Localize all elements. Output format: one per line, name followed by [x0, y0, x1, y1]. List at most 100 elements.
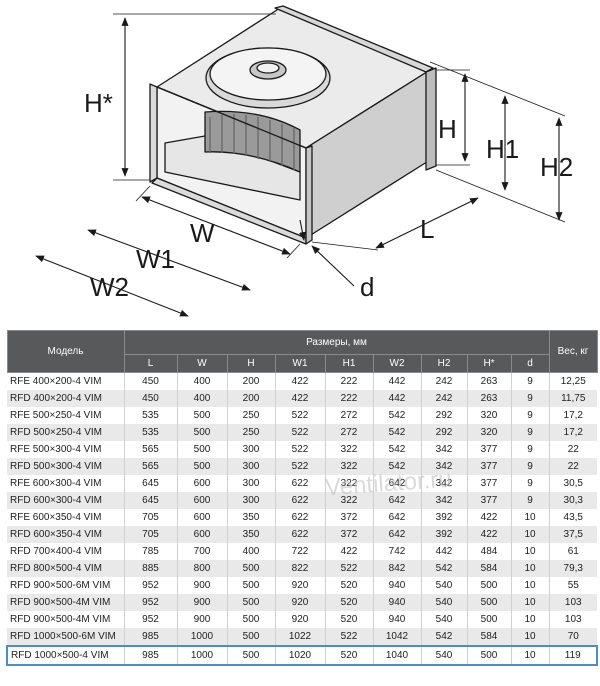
column-header: H1: [324, 354, 374, 373]
dimension-cell: 342: [420, 441, 467, 458]
dimension-cell: 542: [420, 628, 467, 646]
dimension-cell: 622: [274, 526, 325, 543]
dimension-cell: 222: [324, 390, 373, 407]
label-l: L: [420, 214, 434, 244]
weight-cell: 17,2: [548, 424, 597, 441]
column-header: H2: [420, 354, 468, 373]
model-cell: RFE 600×350-4 VIM: [7, 509, 124, 526]
dimension-cell: 520: [324, 577, 373, 594]
dimension-cell: 372: [324, 526, 373, 543]
dimension-cell: 222: [324, 372, 373, 390]
weight-cell: 22: [548, 458, 597, 475]
dimension-cell: 10: [510, 509, 549, 526]
dimension-cell: 422: [274, 390, 325, 407]
dimension-cell: 584: [466, 560, 511, 577]
dimension-cell: 985: [123, 628, 177, 646]
dimension-cell: 9: [510, 390, 549, 407]
dimension-cell: 940: [372, 611, 421, 628]
dimension-cell: 400: [226, 543, 275, 560]
dimension-cell: 1000: [176, 645, 227, 666]
dimension-cell: 250: [226, 407, 275, 424]
dimension-cell: 540: [420, 611, 467, 628]
dimension-cell: 645: [123, 492, 177, 509]
dimension-cell: 600: [176, 475, 227, 492]
dimension-cell: 372: [324, 509, 373, 526]
dimension-cell: 645: [123, 475, 177, 492]
dimension-cell: 422: [466, 509, 511, 526]
model-cell: RFE 500×250-4 VIM: [7, 407, 124, 424]
dimension-cell: 542: [420, 560, 467, 577]
dimension-cell: 9: [510, 458, 549, 475]
weight-cell: 119: [548, 645, 598, 666]
dimension-cell: 520: [324, 594, 373, 611]
weight-cell: 70: [548, 628, 597, 646]
label-h1: H1: [486, 134, 519, 164]
dimension-cell: 500: [226, 560, 275, 577]
dimension-cell: 292: [420, 407, 467, 424]
weight-header: Вес, кг: [548, 330, 598, 373]
dimension-cell: 742: [372, 543, 421, 560]
dimension-cell: 422: [274, 372, 325, 390]
dimension-cell: 565: [123, 441, 177, 458]
label-w1: W1: [136, 244, 175, 274]
dimension-cell: 442: [420, 543, 467, 560]
column-header: W1: [274, 354, 326, 373]
dimension-cell: 377: [466, 458, 511, 475]
model-cell: RFE 500×300-4 VIM: [7, 441, 124, 458]
dimension-cell: 500: [466, 611, 511, 628]
dimension-cell: 842: [372, 560, 421, 577]
label-w2: W2: [90, 272, 129, 302]
dimension-cell: 442: [372, 390, 421, 407]
label-w: W: [190, 218, 215, 248]
dimension-cell: 320: [466, 424, 511, 441]
model-cell: RFD 500×300-4 VIM: [7, 458, 124, 475]
dimension-cell: 9: [510, 424, 549, 441]
dimension-cell: 242: [420, 372, 467, 390]
dimension-cell: 500: [466, 594, 511, 611]
dimension-cell: 535: [123, 424, 177, 441]
model-cell: RFD 900×500-4M VIM: [7, 594, 124, 611]
dimension-cell: 522: [274, 458, 325, 475]
model-cell: RFE 600×300-4 VIM: [7, 475, 124, 492]
dimension-cell: 920: [274, 594, 325, 611]
dimension-cell: 9: [510, 475, 549, 492]
dimension-cell: 450: [123, 390, 177, 407]
dimension-cell: 10: [510, 628, 549, 646]
weight-cell: 22: [548, 441, 597, 458]
dimension-cell: 540: [420, 577, 467, 594]
dimension-cell: 535: [123, 407, 177, 424]
dimension-cell: 377: [466, 475, 511, 492]
dimension-cell: 500: [226, 611, 275, 628]
dimension-cell: 785: [123, 543, 177, 560]
label-d: d: [360, 272, 374, 302]
dimension-cell: 200: [226, 390, 275, 407]
dimension-cell: 320: [466, 407, 511, 424]
weight-cell: 11,75: [548, 390, 597, 407]
dimension-cell: 300: [226, 475, 275, 492]
dimension-cell: 952: [123, 577, 177, 594]
dimension-cell: 250: [226, 424, 275, 441]
weight-cell: 79,3: [548, 560, 597, 577]
dimension-cell: 1000: [176, 628, 227, 646]
dimension-cell: 500: [226, 628, 275, 646]
dimension-cell: 900: [176, 594, 227, 611]
dimension-cell: 1022: [274, 628, 325, 646]
dimension-cell: 300: [226, 458, 275, 475]
dimension-cell: 322: [324, 458, 373, 475]
dimension-cell: 542: [372, 407, 421, 424]
weight-cell: 17,2: [548, 407, 597, 424]
dimension-cell: 10: [510, 560, 549, 577]
weight-cell: 30,3: [548, 492, 597, 509]
fan-housing: [149, 5, 437, 245]
dimension-cell: 422: [324, 543, 373, 560]
model-cell: RFD 700×400-4 VIM: [7, 543, 124, 560]
dimension-cell: 705: [123, 526, 177, 543]
dimension-cell: 952: [123, 611, 177, 628]
